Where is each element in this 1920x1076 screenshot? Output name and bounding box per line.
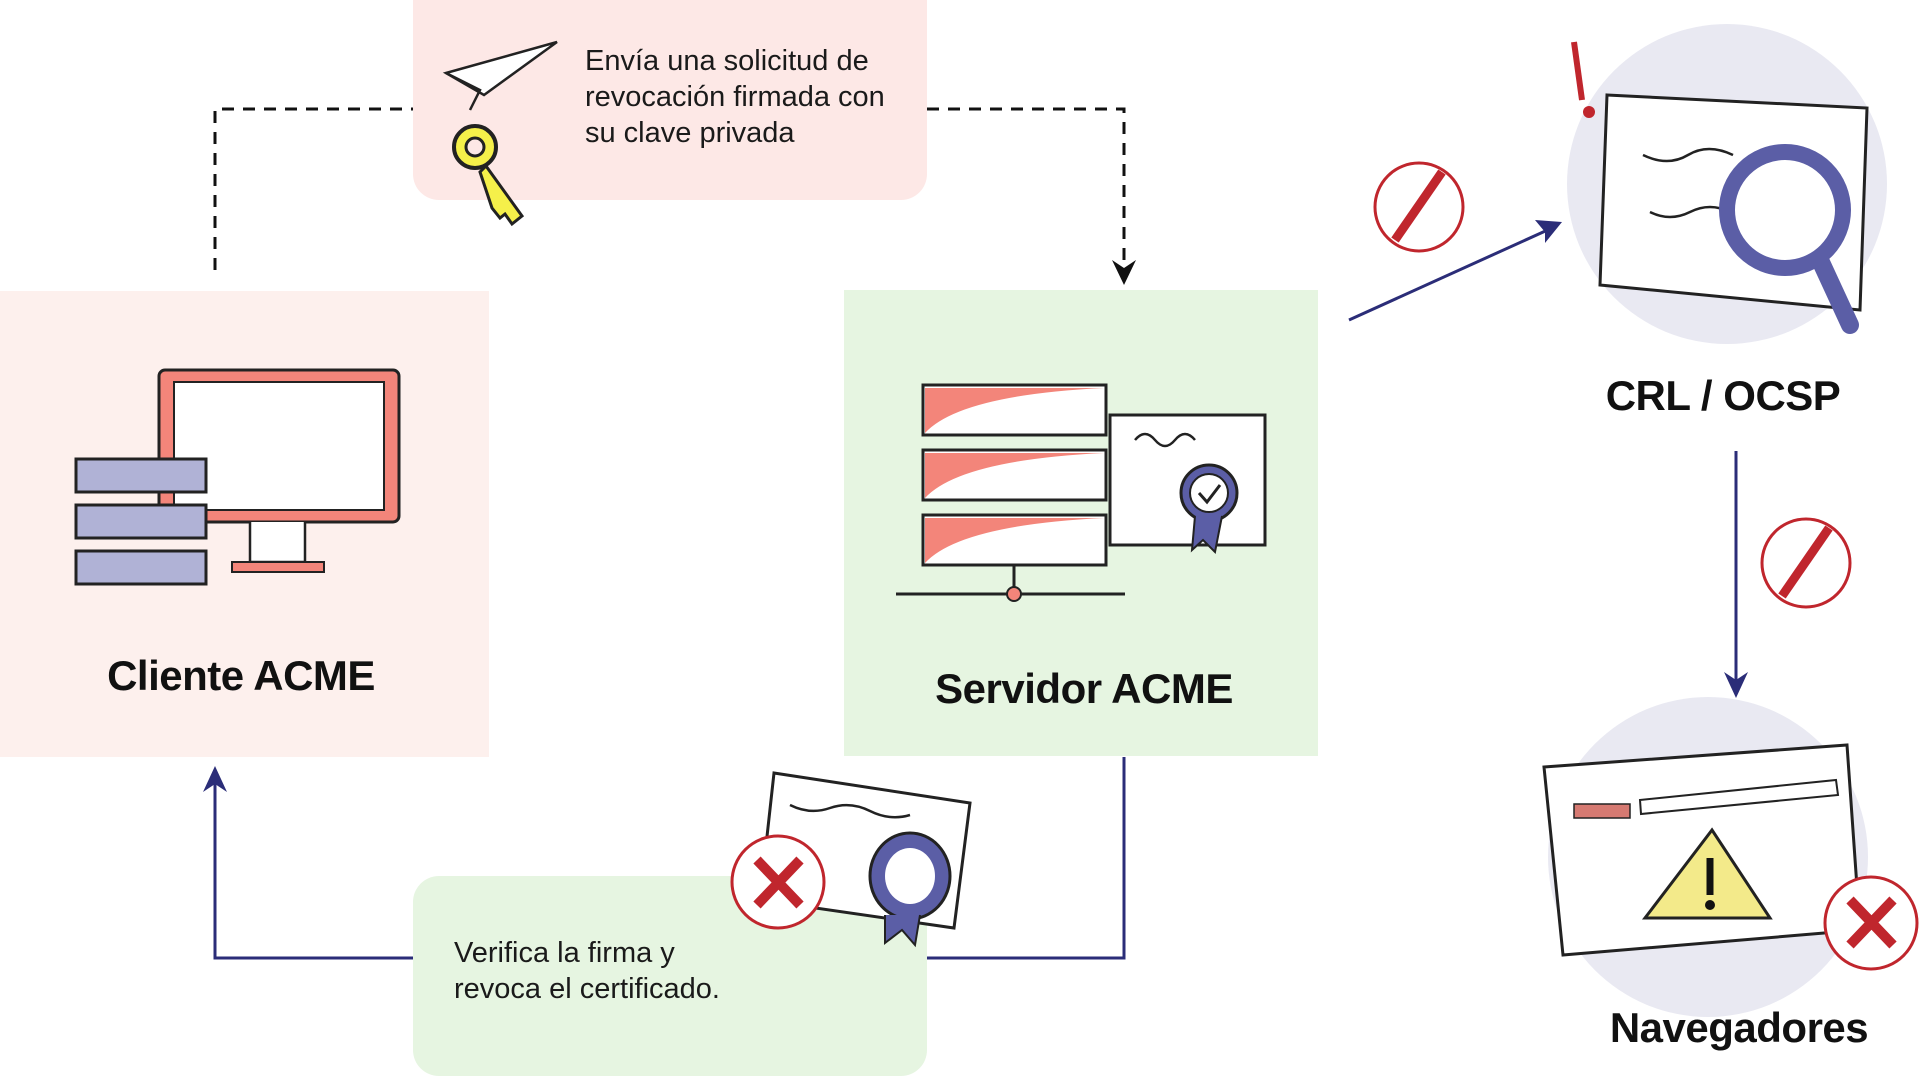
revoke-line: revoca el certificado. <box>454 973 720 1005</box>
crl-label: CRL / OCSP <box>1605 372 1841 419</box>
request-line: revocación firmada con <box>585 81 885 113</box>
revoke-step-text: Verifica la firma y revoca el certificad… <box>454 935 720 1007</box>
arrowhead-browsers-icon <box>1724 672 1748 698</box>
server-label: Servidor ACME <box>935 665 1233 712</box>
no-sign-icon <box>1373 161 1465 253</box>
blue-arrow-to-crl <box>1348 226 1553 322</box>
request-step-box <box>413 0 927 200</box>
warning-icon <box>1542 743 1862 957</box>
dashed-arrow-request <box>213 107 1126 270</box>
client-label: Cliente ACME <box>107 652 375 699</box>
arrowhead-crl-icon <box>1535 220 1562 243</box>
server-icon <box>896 383 1267 602</box>
request-line: su clave privada <box>585 117 795 149</box>
x-mark-icon <box>730 834 826 930</box>
magnifier-icon <box>1571 41 1869 334</box>
browsers-label: Navegadores <box>1609 1004 1869 1051</box>
arrowhead-down-icon <box>1112 260 1136 285</box>
blue-arrow-revoke <box>213 757 1126 960</box>
request-step-text: Envía una solicitud de revocación firmad… <box>585 43 885 151</box>
arrowhead-up-icon <box>203 766 227 792</box>
no-sign-icon <box>1760 517 1852 609</box>
request-line: Envía una solicitud de <box>585 45 869 77</box>
key-icon <box>452 124 525 227</box>
revoke-line: Verifica la firma y <box>454 937 675 969</box>
x-mark-icon <box>1823 875 1919 971</box>
computer-icon <box>74 368 401 586</box>
paper-plane-icon <box>442 40 558 111</box>
